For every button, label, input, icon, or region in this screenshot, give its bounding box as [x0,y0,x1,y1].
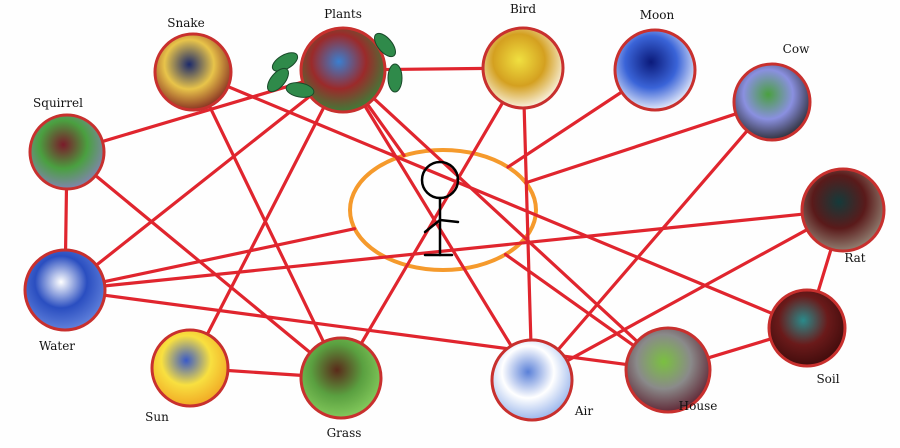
node-soil: Soil [767,288,847,386]
sun-label: Sun [145,410,169,424]
cow-icon [732,62,812,142]
node-sun: Sun [145,328,230,424]
soil-label: Soil [816,372,839,386]
squirrel-label: Squirrel [33,96,83,110]
links [63,66,835,378]
link-snake-soil [221,82,779,318]
link-rat-air [560,225,815,366]
node-bird: Bird [481,2,565,110]
link-rat-soil [814,241,835,299]
bird-icon [481,26,565,110]
leaf-icon [271,52,299,72]
link-snake-grass [205,99,328,349]
rat-label: Rat [844,251,865,265]
squirrel-icon [28,113,106,191]
link-sun-grass [220,368,309,378]
snake-icon [153,32,233,112]
link-rat-water [97,211,810,289]
node-cow: Cow [732,42,812,142]
link-plants-air [359,98,516,353]
link-moon-center [506,87,629,169]
grass-label: Grass [327,426,362,440]
leaf-icon [387,63,403,93]
moon-icon [613,28,697,112]
node-plants: Plants [299,7,387,114]
snake-label: Snake [167,16,204,30]
node-house: House [624,326,718,414]
water-icon [23,248,107,332]
sun-icon [150,328,230,408]
stick-figure-icon [420,160,460,257]
house-label: House [679,399,718,413]
cow-label: Cow [783,42,810,56]
node-rat: Rat [800,167,886,265]
rat-icon [800,167,886,253]
node-squirrel: Squirrel [28,96,106,191]
leaf-icon [267,67,289,93]
node-moon: Moon [613,8,697,112]
link-cow-air [552,124,753,356]
node-air: Air [490,338,594,422]
node-water: Water [23,248,107,353]
house-icon [624,326,712,414]
link-cow-center [524,110,743,185]
bird-label: Bird [510,2,536,16]
link-plants-center [362,97,406,158]
link-squirrel-water [63,181,69,258]
link-plants-house [367,92,644,348]
link-center-water [96,227,357,285]
link-squirrel-grass [89,170,317,358]
link-center-house [503,252,641,351]
leaf-icon [374,32,396,58]
moon-label: Moon [640,8,675,22]
plants-label: Plants [324,7,362,21]
grass-icon [299,336,383,420]
center-ring [348,148,538,272]
link-bird-grass [356,95,508,351]
link-soil-house [700,335,778,362]
node-snake: Snake [153,16,233,112]
link-plants-water [90,90,317,271]
air-icon [490,338,574,422]
plants-icon [299,26,387,114]
link-bird-air [522,100,533,348]
air-label: Air [574,404,594,418]
node-grass: Grass [299,336,383,440]
soil-icon [767,288,847,368]
water-label: Water [39,339,75,353]
link-plants-sun [203,100,329,341]
leaf-icon [285,82,315,98]
